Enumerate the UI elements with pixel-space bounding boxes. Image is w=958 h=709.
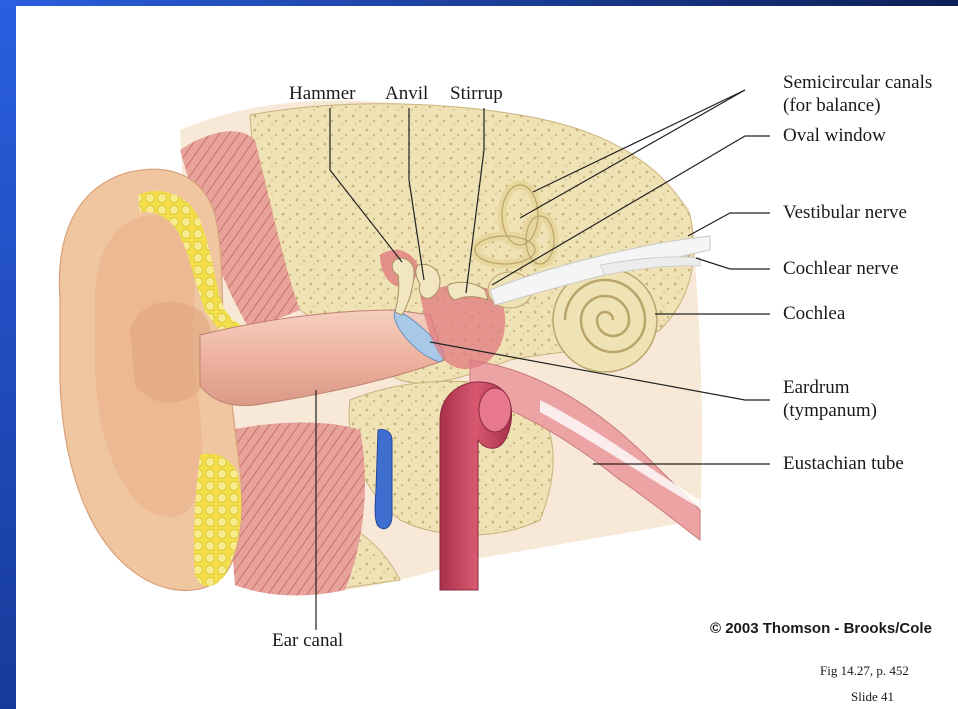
label-oval-window: Oval window bbox=[783, 125, 886, 147]
label-anvil: Anvil bbox=[385, 83, 428, 105]
cochlear-nerve-leader bbox=[696, 258, 770, 269]
frame-left-bar bbox=[0, 0, 16, 709]
label-ear-canal: Ear canal bbox=[272, 630, 343, 652]
vestibular-leader bbox=[688, 213, 770, 236]
artery-opening bbox=[479, 388, 511, 432]
label-vestibular-nerve: Vestibular nerve bbox=[783, 202, 907, 224]
label-cochlear-nerve: Cochlear nerve bbox=[783, 258, 899, 280]
label-eardrum: Eardrum bbox=[783, 377, 849, 399]
lower-muscle bbox=[229, 423, 365, 596]
label-stirrup: Stirrup bbox=[450, 83, 503, 105]
label-tympanum: (tympanum) bbox=[783, 400, 877, 422]
vein bbox=[375, 429, 392, 528]
frame-top-bar bbox=[0, 0, 958, 6]
label-eustachian-tube: Eustachian tube bbox=[783, 453, 904, 475]
label-cochlea: Cochlea bbox=[783, 303, 845, 325]
figure-reference: Fig 14.27, p. 452 bbox=[820, 663, 909, 679]
label-hammer: Hammer bbox=[289, 83, 355, 105]
label-for-balance: (for balance) bbox=[783, 95, 881, 117]
copyright-notice: © 2003 Thomson - Brooks/Cole bbox=[710, 620, 932, 637]
label-semicircular-canals: Semicircular canals bbox=[783, 72, 932, 94]
slide-number: Slide 41 bbox=[851, 689, 894, 705]
